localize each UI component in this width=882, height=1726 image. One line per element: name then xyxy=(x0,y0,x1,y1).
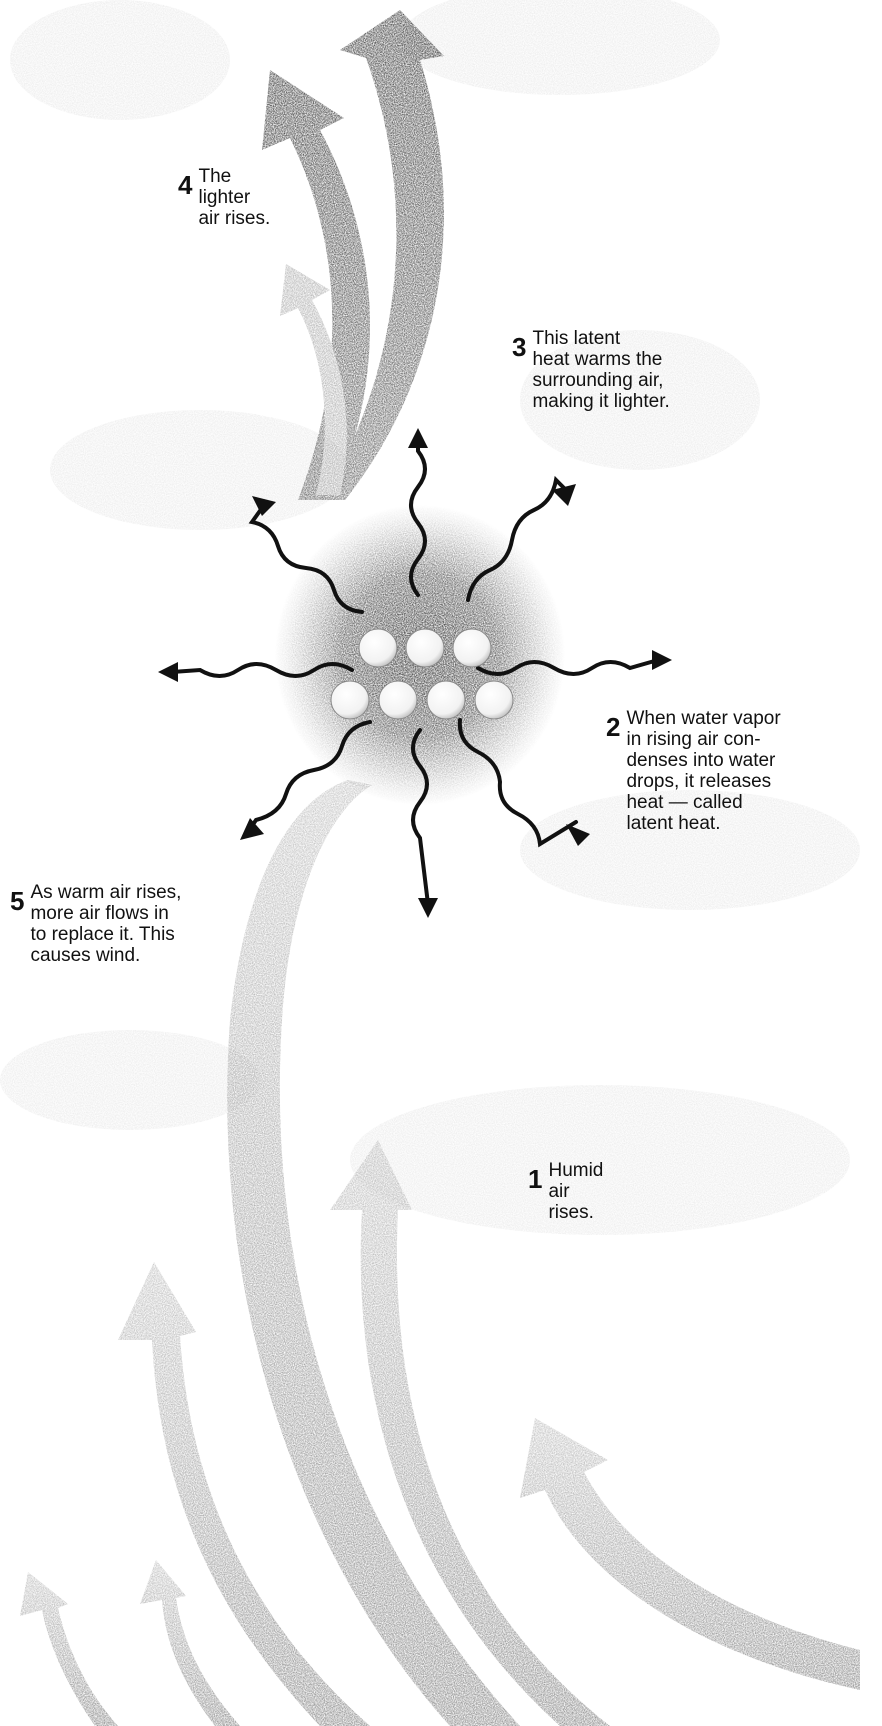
step-text: When water vapor in rising air con- dens… xyxy=(626,708,780,834)
step-number: 4 xyxy=(178,172,192,198)
step-1-label: 1 Humid air rises. xyxy=(528,1160,603,1223)
step-text: Humid air rises. xyxy=(548,1160,603,1223)
step-number: 2 xyxy=(606,714,620,740)
step-number: 1 xyxy=(528,1166,542,1192)
step-text: This latent heat warms the surrounding a… xyxy=(532,328,669,412)
step-text: As warm air rises, more air flows in to … xyxy=(30,882,181,966)
step-4-label: 4 The lighter air rises. xyxy=(178,166,270,229)
step-3-label: 3 This latent heat warms the surrounding… xyxy=(512,328,670,412)
water-drop xyxy=(475,681,513,719)
water-drop xyxy=(406,629,444,667)
water-drop xyxy=(331,681,369,719)
water-drop xyxy=(427,681,465,719)
water-drop xyxy=(453,629,491,667)
step-number: 3 xyxy=(512,334,526,360)
water-drop xyxy=(379,681,417,719)
step-5-label: 5 As warm air rises, more air flows in t… xyxy=(10,882,181,966)
step-number: 5 xyxy=(10,888,24,914)
step-text: The lighter air rises. xyxy=(198,166,270,229)
step-2-label: 2 When water vapor in rising air con- de… xyxy=(606,708,781,834)
water-drop xyxy=(359,629,397,667)
